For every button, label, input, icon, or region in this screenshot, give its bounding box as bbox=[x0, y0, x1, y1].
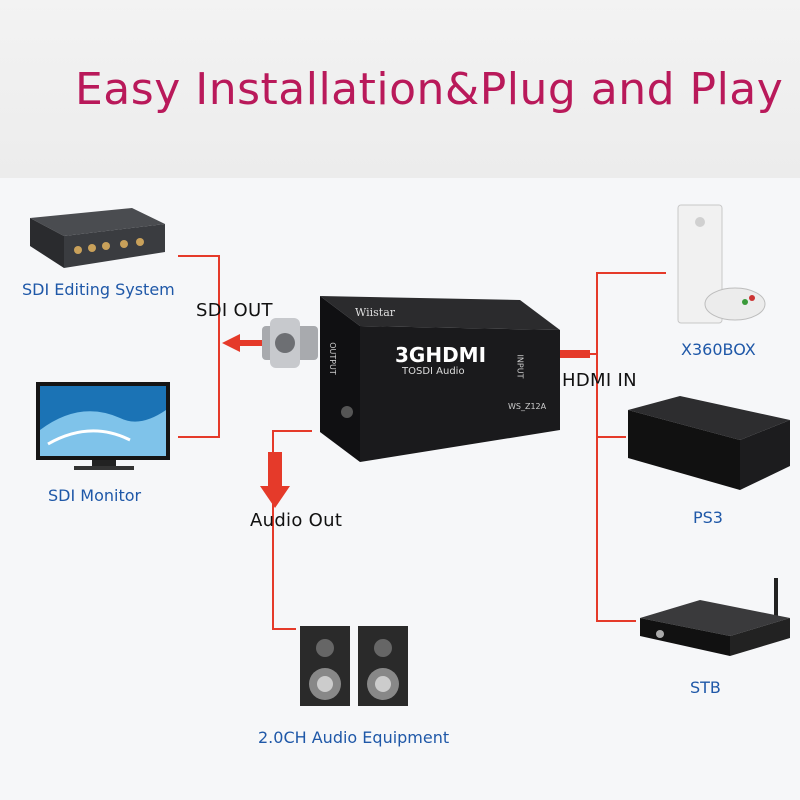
audio-out-arrow bbox=[260, 452, 290, 508]
ps3-image bbox=[628, 396, 790, 490]
label-hdmi-in: HDMI IN bbox=[562, 370, 637, 391]
label-sdi-editing-system: SDI Editing System bbox=[22, 280, 175, 299]
label-ps3: PS3 bbox=[693, 508, 723, 527]
line-stb-h bbox=[596, 620, 636, 622]
label-audio-equipment: 2.0CH Audio Equipment bbox=[258, 728, 450, 747]
line-audio-v bbox=[272, 430, 274, 630]
title-banner bbox=[0, 0, 800, 178]
line-monitor-h bbox=[178, 436, 220, 438]
converter-output-label: OUTPUT bbox=[327, 342, 337, 375]
line-audio-end bbox=[272, 628, 296, 630]
label-sdi-monitor: SDI Monitor bbox=[48, 486, 142, 505]
label-x360box: X360BOX bbox=[681, 340, 756, 359]
line-x360-h bbox=[596, 272, 666, 274]
sdi-out-arrow bbox=[222, 334, 262, 352]
speakers-image bbox=[300, 626, 408, 706]
page-title: Easy Installation&Plug and Play bbox=[75, 64, 784, 115]
line-editing-h bbox=[178, 255, 220, 257]
label-stb: STB bbox=[690, 678, 721, 697]
label-sdi-out: SDI OUT bbox=[196, 300, 273, 321]
line-ps3-h bbox=[596, 436, 626, 438]
line-left-v bbox=[218, 255, 220, 438]
converter-model-line2: TOSDI Audio bbox=[402, 366, 465, 377]
converter-model-code: WS_Z12A bbox=[508, 402, 547, 411]
line-audio-h bbox=[272, 430, 312, 432]
converter-box-image bbox=[262, 296, 560, 462]
sdi-editing-system-image bbox=[30, 208, 165, 268]
stb-image bbox=[640, 578, 790, 656]
x360box-image bbox=[677, 204, 766, 324]
converter-input-label: INPUT bbox=[515, 354, 525, 379]
label-audio-out: Audio Out bbox=[250, 510, 343, 531]
converter-brand: Wiistar bbox=[355, 306, 396, 319]
sdi-monitor-image bbox=[36, 382, 170, 470]
line-right-v bbox=[596, 272, 598, 622]
converter-model-line1: 3GHDMI bbox=[395, 343, 487, 367]
